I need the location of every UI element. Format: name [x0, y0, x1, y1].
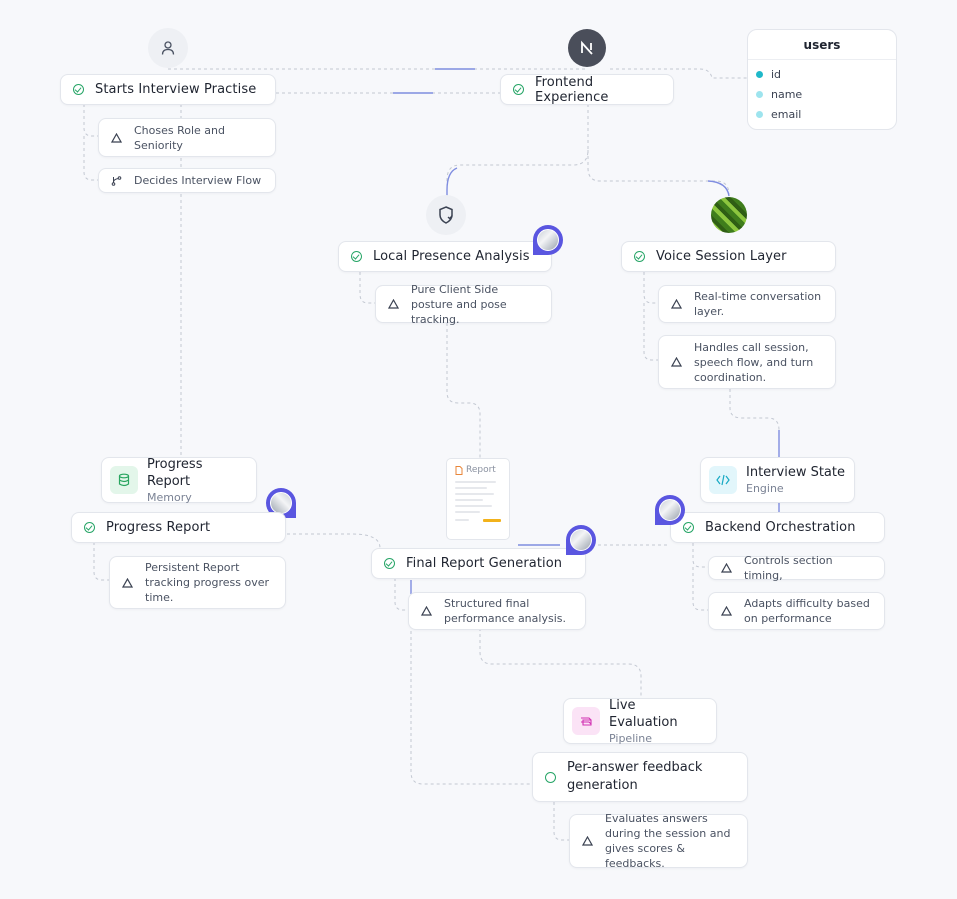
edge-highlight-3: [446, 167, 458, 196]
triangle-icon: [122, 577, 133, 588]
triangle-icon: [582, 836, 593, 846]
edge-frontend-voice: [587, 150, 730, 196]
triangle-icon: [421, 606, 432, 616]
node-backend-orchestration[interactable]: Backend Orchestration: [670, 512, 885, 543]
triangle-icon: [388, 299, 399, 309]
users-table[interactable]: users id name email: [747, 29, 897, 130]
node-frontend-experience[interactable]: Frontend Experience: [500, 74, 674, 105]
edge-starts-choses: [83, 104, 99, 137]
node-realtime-conv[interactable]: Real-time conversation layer.: [658, 285, 836, 323]
node-final-report[interactable]: Final Report Generation: [371, 548, 586, 579]
edge-highlight-4: [707, 180, 730, 197]
node-structured-final[interactable]: Structured final performance analysis.: [408, 592, 586, 630]
check-icon: [634, 251, 645, 262]
edge-local-report: [446, 323, 481, 458]
triangle-icon: [721, 563, 732, 573]
users-field-email: email: [748, 104, 896, 124]
card-subtitle: Pipeline: [609, 731, 653, 745]
shield-check-icon: [426, 195, 466, 235]
nextjs-logo-icon: [568, 29, 606, 67]
card-subtitle: Memory: [147, 490, 192, 504]
node-handles-call[interactable]: Handles call session, speech flow, and t…: [658, 335, 836, 389]
card-title: Live Evaluation: [609, 697, 678, 730]
node-local-presence[interactable]: Local Presence Analysis: [338, 241, 552, 272]
check-icon: [545, 771, 556, 783]
edge-starts-decides: [83, 136, 99, 181]
edge-voice-handles: [643, 303, 659, 361]
edge-voice-backend: [729, 389, 780, 512]
edge-backend-controls: [692, 543, 709, 568]
card-interview-state[interactable]: Interview State Engine: [700, 457, 855, 503]
users-field-id: id: [748, 64, 896, 84]
edge-final-perans: [410, 595, 532, 785]
edge-backend-adapts: [692, 567, 709, 611]
check-icon: [351, 251, 362, 262]
database-icon: [110, 466, 138, 494]
edge-local-pose: [359, 272, 376, 304]
edge-final-live: [479, 628, 642, 698]
node-choses-role[interactable]: Choses Role and Seniority: [98, 118, 276, 157]
edge-progress-persistent: [93, 542, 110, 581]
node-label: Per-answer feedback generation: [567, 760, 703, 793]
check-icon: [683, 522, 694, 533]
edge-voice-realtime: [643, 272, 659, 304]
user-icon: [148, 28, 188, 68]
node-controls-timing[interactable]: Controls section timing,: [708, 554, 885, 582]
report-label: Report: [455, 465, 501, 475]
edge-frontend-split: [446, 104, 589, 198]
node-adapts-difficulty[interactable]: Adapts difficulty based on performance: [708, 592, 885, 630]
card-live-evaluation[interactable]: Live Evaluation Pipeline: [563, 697, 717, 745]
card-progress-memory[interactable]: Progress Report Memory: [101, 456, 257, 504]
edge-frontend-users: [610, 68, 760, 79]
node-voice-session[interactable]: Voice Session Layer: [621, 241, 836, 272]
edge-final-structured: [394, 578, 409, 611]
pipeline-icon: [572, 707, 600, 735]
node-label: Progress Report: [106, 520, 211, 535]
edge-progress-final: [287, 533, 381, 549]
node-label: Backend Orchestration: [705, 520, 856, 535]
node-label: Starts Interview Practise: [95, 82, 257, 97]
check-icon: [84, 522, 95, 533]
code-icon: [709, 466, 737, 494]
node-label: Frontend Experience: [535, 74, 609, 105]
voice-avatar-icon: [711, 197, 747, 233]
card-title: Progress Report: [147, 456, 203, 489]
node-progress-report[interactable]: Progress Report: [71, 512, 286, 543]
check-icon: [73, 84, 84, 95]
node-label: Final Report Generation: [406, 556, 563, 571]
triangle-icon: [671, 299, 682, 309]
node-pose-tracking[interactable]: Pure Client Side posture and pose tracki…: [375, 283, 552, 326]
node-evaluates-answers[interactable]: Evaluates answers during the session and…: [569, 812, 748, 870]
node-decides-flow[interactable]: Decides Interview Flow: [98, 168, 276, 193]
collaborator-pin[interactable]: [533, 225, 563, 255]
users-table-title: users: [748, 30, 896, 60]
node-starts-interview[interactable]: Starts Interview Practise: [60, 74, 276, 105]
branch-icon: [111, 175, 122, 186]
node-per-answer-feedback[interactable]: Per-answer feedback generation: [532, 752, 748, 802]
collaborator-pin[interactable]: [566, 525, 596, 555]
report-document[interactable]: Report: [446, 458, 510, 540]
triangle-icon: [721, 606, 732, 616]
card-title: Interview State: [746, 465, 845, 480]
edge-perans-evaluates: [553, 802, 570, 841]
collaborator-pin[interactable]: [655, 495, 685, 525]
node-label: Voice Session Layer: [656, 249, 787, 264]
node-persistent-report[interactable]: Persistent Report tracking progress over…: [109, 556, 286, 609]
triangle-icon: [111, 132, 122, 143]
check-icon: [513, 84, 524, 95]
node-label: Local Presence Analysis: [373, 249, 530, 264]
card-subtitle: Engine: [746, 482, 784, 495]
users-field-name: name: [748, 84, 896, 104]
check-icon: [384, 558, 395, 569]
triangle-icon: [671, 357, 682, 367]
